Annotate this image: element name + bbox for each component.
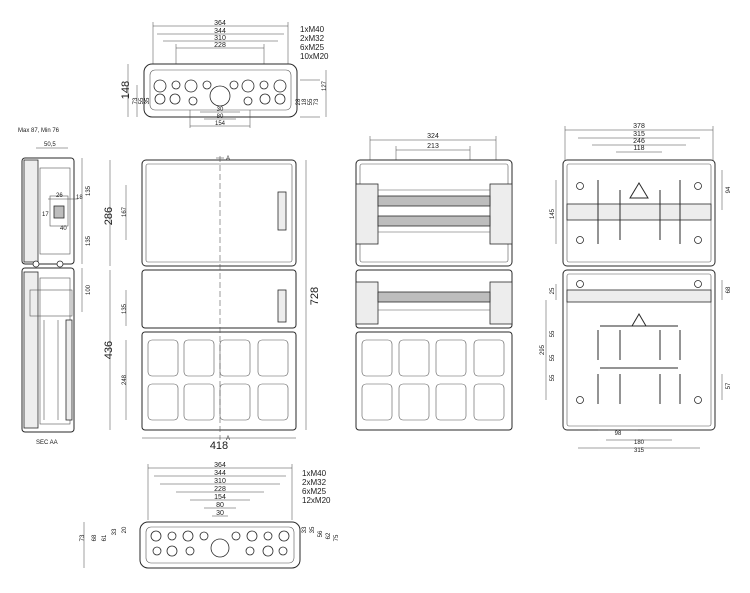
front-dim-248: 248 bbox=[122, 374, 128, 385]
back-dim-378: 378 bbox=[633, 123, 645, 130]
back-dim-57: 57 bbox=[726, 382, 732, 389]
bottom-right-dim-75: 75 bbox=[334, 534, 340, 541]
top-bottom-dim-154: 154 bbox=[215, 121, 226, 127]
top-gland-m25: 6xM25 bbox=[300, 43, 325, 52]
section-mark-bottom: A bbox=[226, 436, 230, 442]
top-gland-m20: 10xM20 bbox=[300, 52, 329, 61]
top-width-344: 344 bbox=[214, 28, 226, 35]
top-left-dim-35: 35 bbox=[145, 97, 151, 104]
back-dim-246: 246 bbox=[633, 138, 645, 145]
front-dim-418: 418 bbox=[210, 440, 228, 452]
top-width-364: 364 bbox=[214, 20, 226, 27]
open-view: 324 213 bbox=[355, 133, 513, 431]
back-dim-315: 315 bbox=[633, 131, 645, 138]
side-right-dim-135b: 135 bbox=[86, 235, 92, 246]
top-left-dim-73: 73 bbox=[133, 97, 139, 104]
bottom-left-dim-20: 20 bbox=[122, 526, 128, 533]
bottom-gland-m40: 1xM40 bbox=[302, 469, 327, 478]
open-dim-324: 324 bbox=[427, 133, 439, 140]
back-dim-55c: 55 bbox=[550, 374, 556, 381]
bottom-left-dim-68: 68 bbox=[92, 534, 98, 541]
side-inner-dim-40: 40 bbox=[60, 226, 67, 232]
top-height-148: 148 bbox=[120, 81, 132, 99]
side-inner-dim-18: 18 bbox=[76, 195, 83, 201]
bottom-right-dim-62: 62 bbox=[326, 532, 332, 539]
top-view: 364 344 310 228 1xM40 2xM32 6xM25 10xM20 bbox=[120, 20, 329, 128]
top-right-dim-55: 55 bbox=[308, 98, 314, 105]
back-dim-55a: 55 bbox=[550, 330, 556, 337]
top-width-310: 310 bbox=[214, 35, 226, 42]
bottom-width-364: 364 bbox=[214, 462, 226, 469]
bottom-left-dim-61: 61 bbox=[102, 534, 108, 541]
bottom-gland-m25: 6xM25 bbox=[302, 487, 327, 496]
section-label: SEC AA bbox=[36, 440, 58, 446]
side-right-dim-135a: 135 bbox=[86, 185, 92, 196]
back-dim-145: 145 bbox=[550, 208, 556, 219]
side-view: Max 87, Min 76 50,5 26 18 40 17 135 135 … bbox=[18, 128, 92, 446]
back-dim-295: 295 bbox=[540, 344, 546, 355]
bottom-width-228: 228 bbox=[214, 486, 226, 493]
back-dim-94: 94 bbox=[726, 186, 732, 193]
bottom-right-dim-35: 35 bbox=[310, 526, 316, 533]
back-dim-118: 118 bbox=[633, 145, 644, 152]
back-dim-55b: 55 bbox=[550, 354, 556, 361]
side-inner-dim-26: 26 bbox=[56, 193, 63, 199]
bottom-right-dim-56: 56 bbox=[318, 530, 324, 537]
front-dim-135: 135 bbox=[122, 303, 128, 314]
top-width-228: 228 bbox=[214, 42, 226, 49]
section-mark-top: A bbox=[226, 156, 230, 162]
bottom-width-30: 30 bbox=[216, 510, 224, 517]
open-dim-213: 213 bbox=[427, 143, 439, 150]
bottom-width-344: 344 bbox=[214, 470, 226, 477]
bottom-left-dim-73: 73 bbox=[80, 534, 86, 541]
back-dim-315-bottom: 315 bbox=[634, 448, 645, 454]
bottom-gland-m20: 12xM20 bbox=[302, 496, 331, 505]
bottom-gland-m32: 2xM32 bbox=[302, 478, 327, 487]
top-right-dim-28: 28 bbox=[296, 98, 302, 105]
top-right-dim-18: 18 bbox=[302, 98, 308, 105]
top-gland-m32: 2xM32 bbox=[300, 34, 325, 43]
front-view: A A 286 167 436 135 248 bbox=[103, 156, 321, 452]
top-gland-m40: 1xM40 bbox=[300, 25, 325, 34]
top-left-dim-55: 55 bbox=[139, 97, 145, 104]
front-knockouts bbox=[147, 339, 289, 421]
top-right-dim-127: 127 bbox=[322, 80, 328, 91]
top-bottom-dim-80: 80 bbox=[217, 114, 224, 120]
back-view: 378 315 246 118 145 94 bbox=[540, 123, 732, 454]
top-right-dim-73: 73 bbox=[314, 98, 320, 105]
bottom-view: 364 344 310 228 154 80 30 1xM40 2xM32 6x… bbox=[80, 462, 340, 569]
side-top-dim: 50,5 bbox=[44, 142, 56, 148]
side-inner-dim-17: 17 bbox=[42, 212, 49, 218]
back-dim-25: 25 bbox=[550, 287, 556, 294]
front-dim-728: 728 bbox=[309, 287, 321, 305]
bottom-width-310: 310 bbox=[214, 478, 226, 485]
front-dim-436: 436 bbox=[103, 341, 115, 359]
bottom-width-154: 154 bbox=[214, 494, 226, 501]
bottom-right-dim-33: 33 bbox=[302, 526, 308, 533]
side-depth-note: Max 87, Min 76 bbox=[18, 128, 60, 134]
bottom-left-dim-33: 33 bbox=[112, 528, 118, 535]
front-dim-167: 167 bbox=[122, 206, 128, 217]
top-bottom-dim-30: 30 bbox=[217, 107, 224, 113]
back-dim-68: 68 bbox=[726, 286, 732, 293]
side-right-dim-100: 100 bbox=[86, 284, 92, 295]
front-dim-286: 286 bbox=[103, 207, 115, 225]
back-dim-98: 98 bbox=[615, 431, 622, 437]
bottom-width-80: 80 bbox=[216, 502, 224, 509]
back-dim-180: 180 bbox=[634, 440, 645, 446]
